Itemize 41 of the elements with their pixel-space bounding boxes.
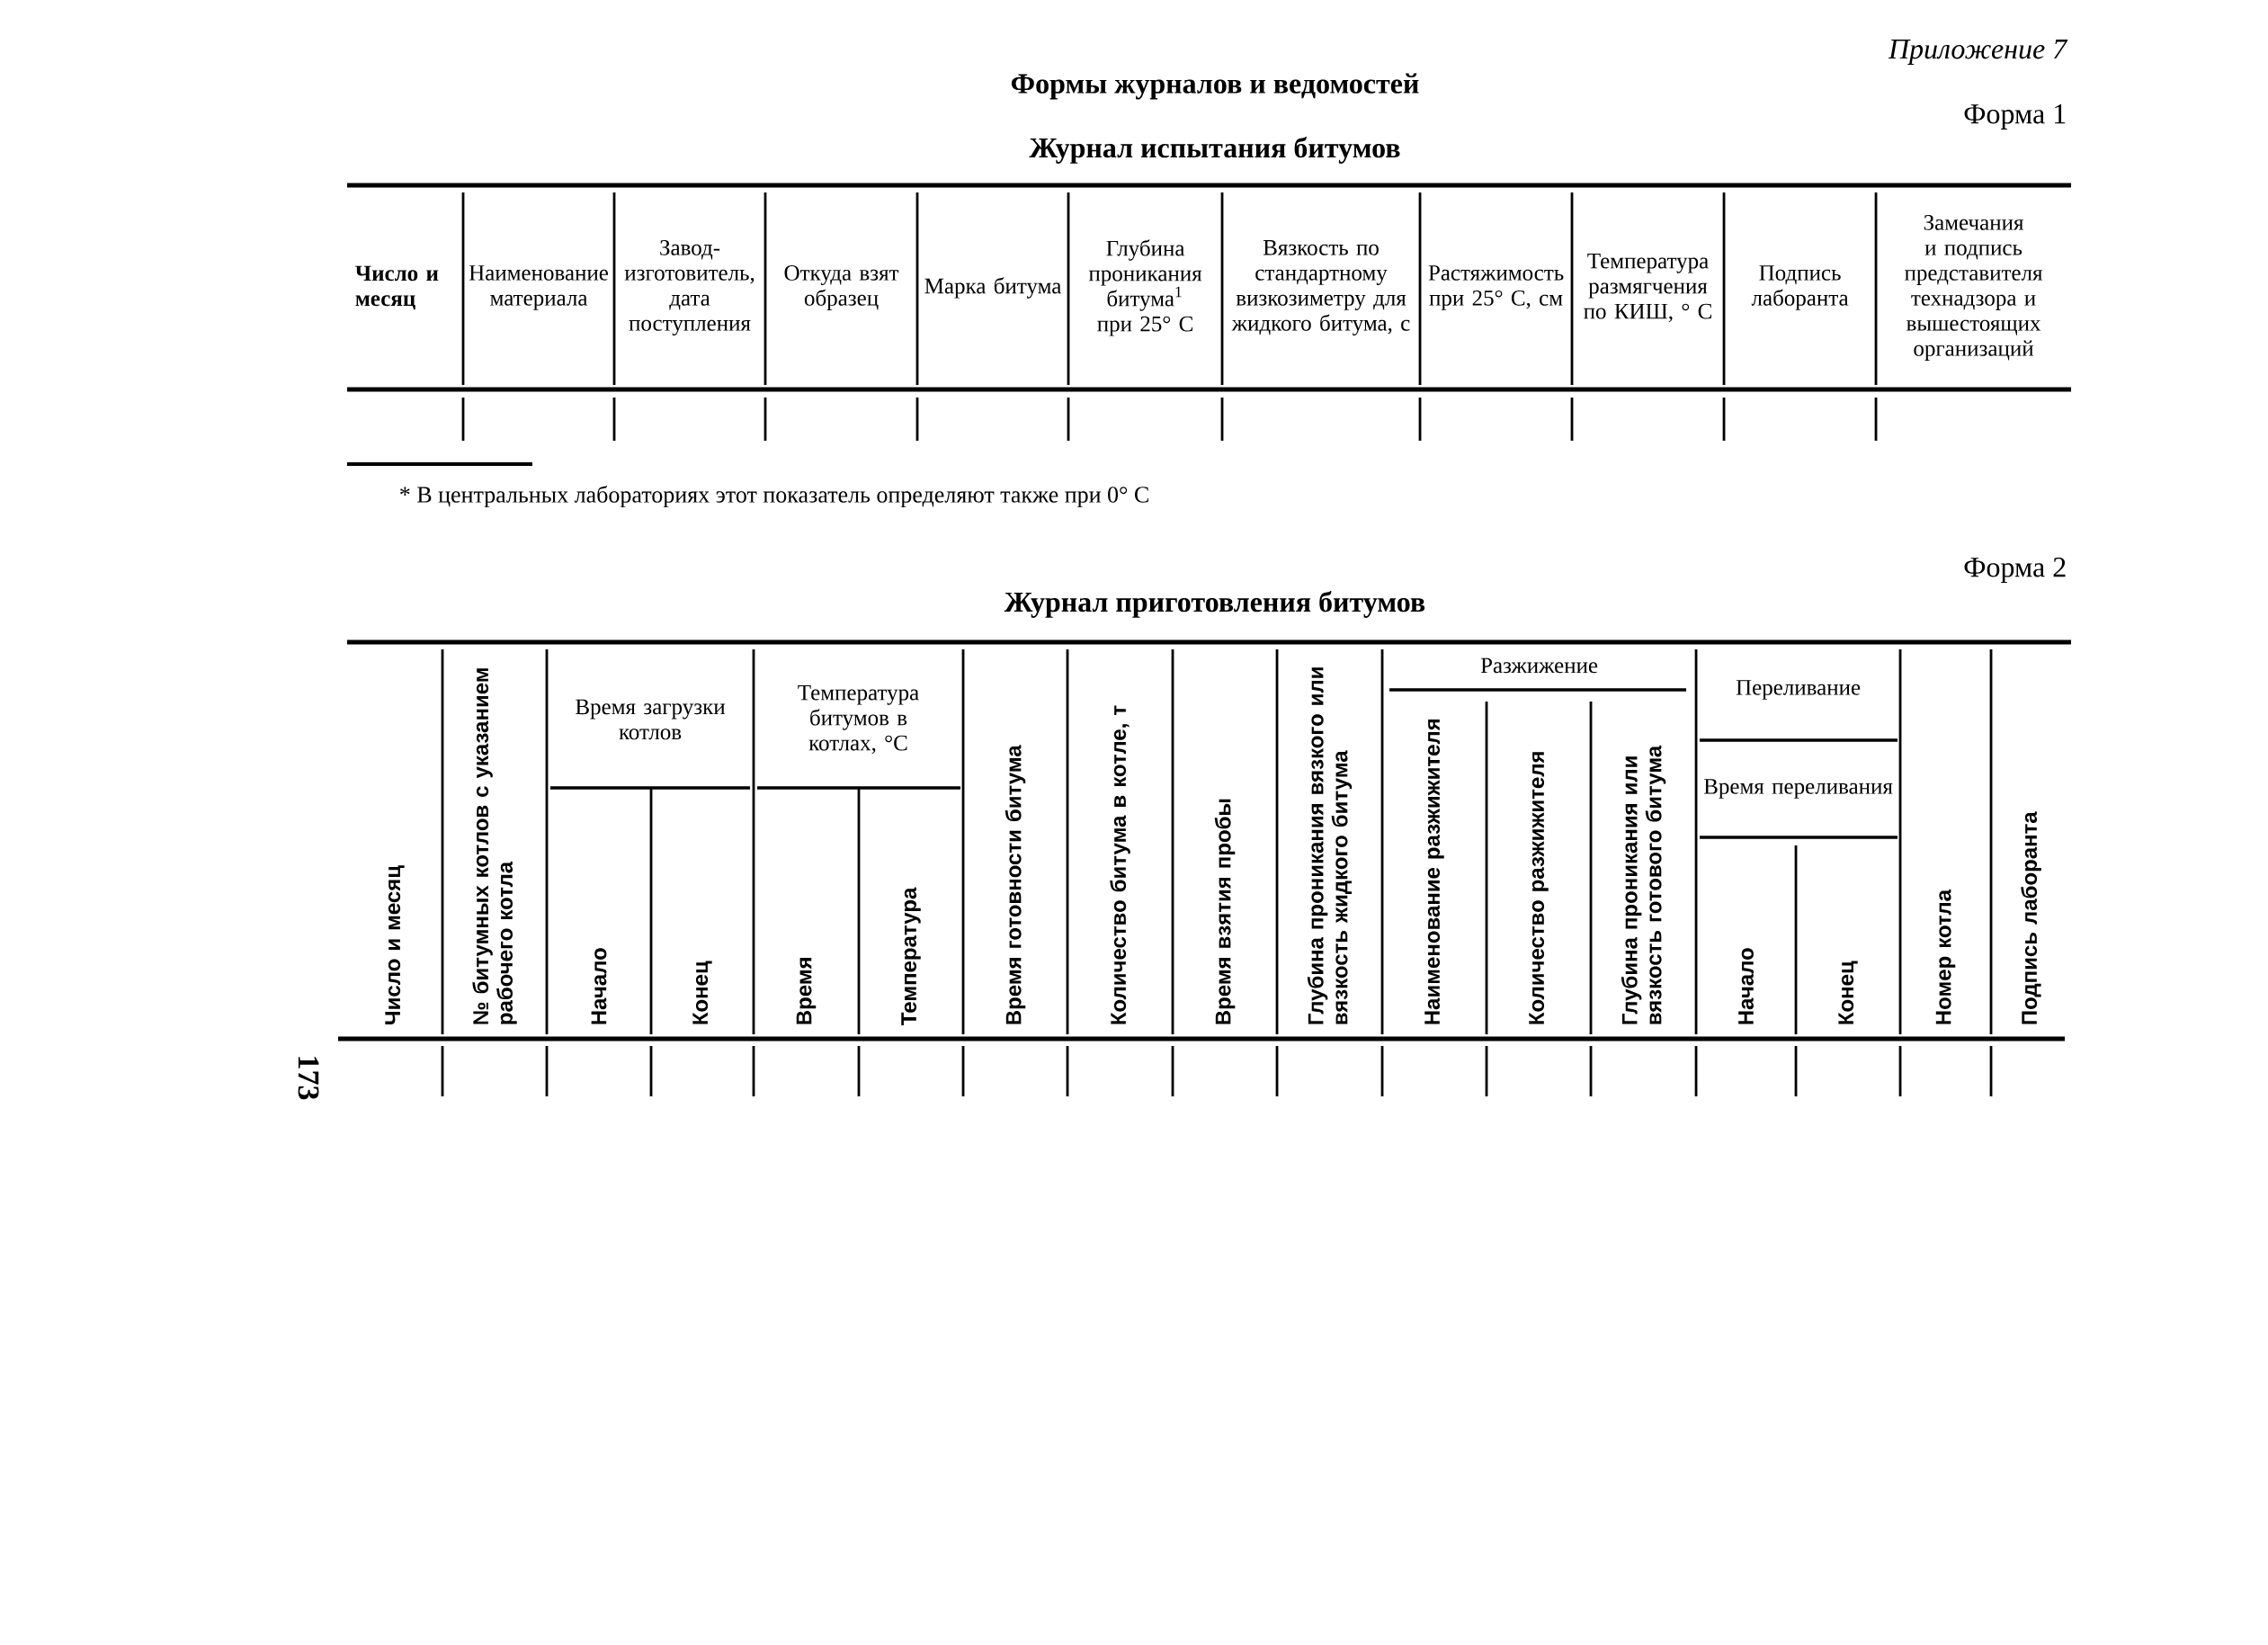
column-heading: Номер котла — [1935, 889, 1956, 1024]
column-heading: Наименование разжижителя — [1424, 719, 1444, 1024]
column-heading: Подпись лаборанта — [2021, 811, 2041, 1024]
column-heading: Глубина проникания или вязкость готового битума — [1621, 745, 1666, 1024]
table-title: Журнал приготовления битумов — [1004, 591, 1425, 618]
column-heading: Глубина проникания вязкого или вязкость жидкого битума — [1307, 667, 1353, 1024]
column-heading: Глубина проникания битума$^{1}$ при 25° C — [1088, 239, 1202, 336]
column-heading: Переливание — [1736, 680, 1861, 700]
column-heading: Время загрузки котлов — [576, 699, 726, 740]
column-heading: № битумных котлов с указанием рабочего котла — [472, 668, 517, 1024]
column-heading: Завод-изготовитель, дата поступления — [624, 240, 755, 335]
column-heading: Конец — [1838, 961, 1858, 1024]
column-heading: Температура битумов в котлах, °C — [798, 684, 919, 755]
column-heading: Количество разжижителя — [1529, 752, 1549, 1024]
page-number: 173 — [298, 1057, 319, 1100]
column-heading: Подпись лаборанта — [1751, 265, 1849, 310]
column-heading: Растяжимость при 25° C, см — [1428, 265, 1564, 310]
column-heading: Количество битума в котле, т — [1110, 705, 1130, 1024]
column-heading: Замечания и подпись представителя технадзора и вышестоящих организаций — [1904, 215, 2043, 361]
column-heading: Время взятия пробы — [1214, 799, 1236, 1024]
form-number: Форма 2 — [1964, 558, 2066, 584]
column-heading: Начало — [591, 948, 607, 1024]
column-heading: Температура — [901, 887, 921, 1025]
column-heading: Вязкость по стандартному визкозиметру для жидкого битума, с — [1231, 240, 1410, 335]
page-title: Формы журналов и ведомостей — [1011, 73, 1419, 100]
column-heading: Начало — [1738, 948, 1754, 1024]
column-heading: Откуда взят образец — [784, 265, 899, 310]
column-heading: Время — [796, 958, 817, 1024]
column-heading: Температура размягчения по КИШ, ° C — [1584, 253, 1711, 323]
footnote: * В центральных лабораториях этот показатель определяют также при 0° C — [400, 485, 1148, 508]
appendix-label: Приложение 7 — [1888, 40, 2068, 65]
column-heading: Конец — [692, 961, 712, 1024]
column-heading: Время готовности битума — [1005, 745, 1026, 1024]
column-heading: Время переливания — [1703, 779, 1893, 799]
form-number: Форма 1 — [1964, 104, 2066, 130]
column-heading: Разжижение — [1480, 657, 1598, 674]
column-heading: Наименование материала — [469, 265, 608, 310]
column-heading: Марка битума — [924, 277, 1062, 299]
table-title: Журнал испытания битумов — [1029, 137, 1400, 164]
column-heading: Число и месяц — [355, 265, 439, 310]
column-heading: Число и месяц — [385, 865, 405, 1024]
